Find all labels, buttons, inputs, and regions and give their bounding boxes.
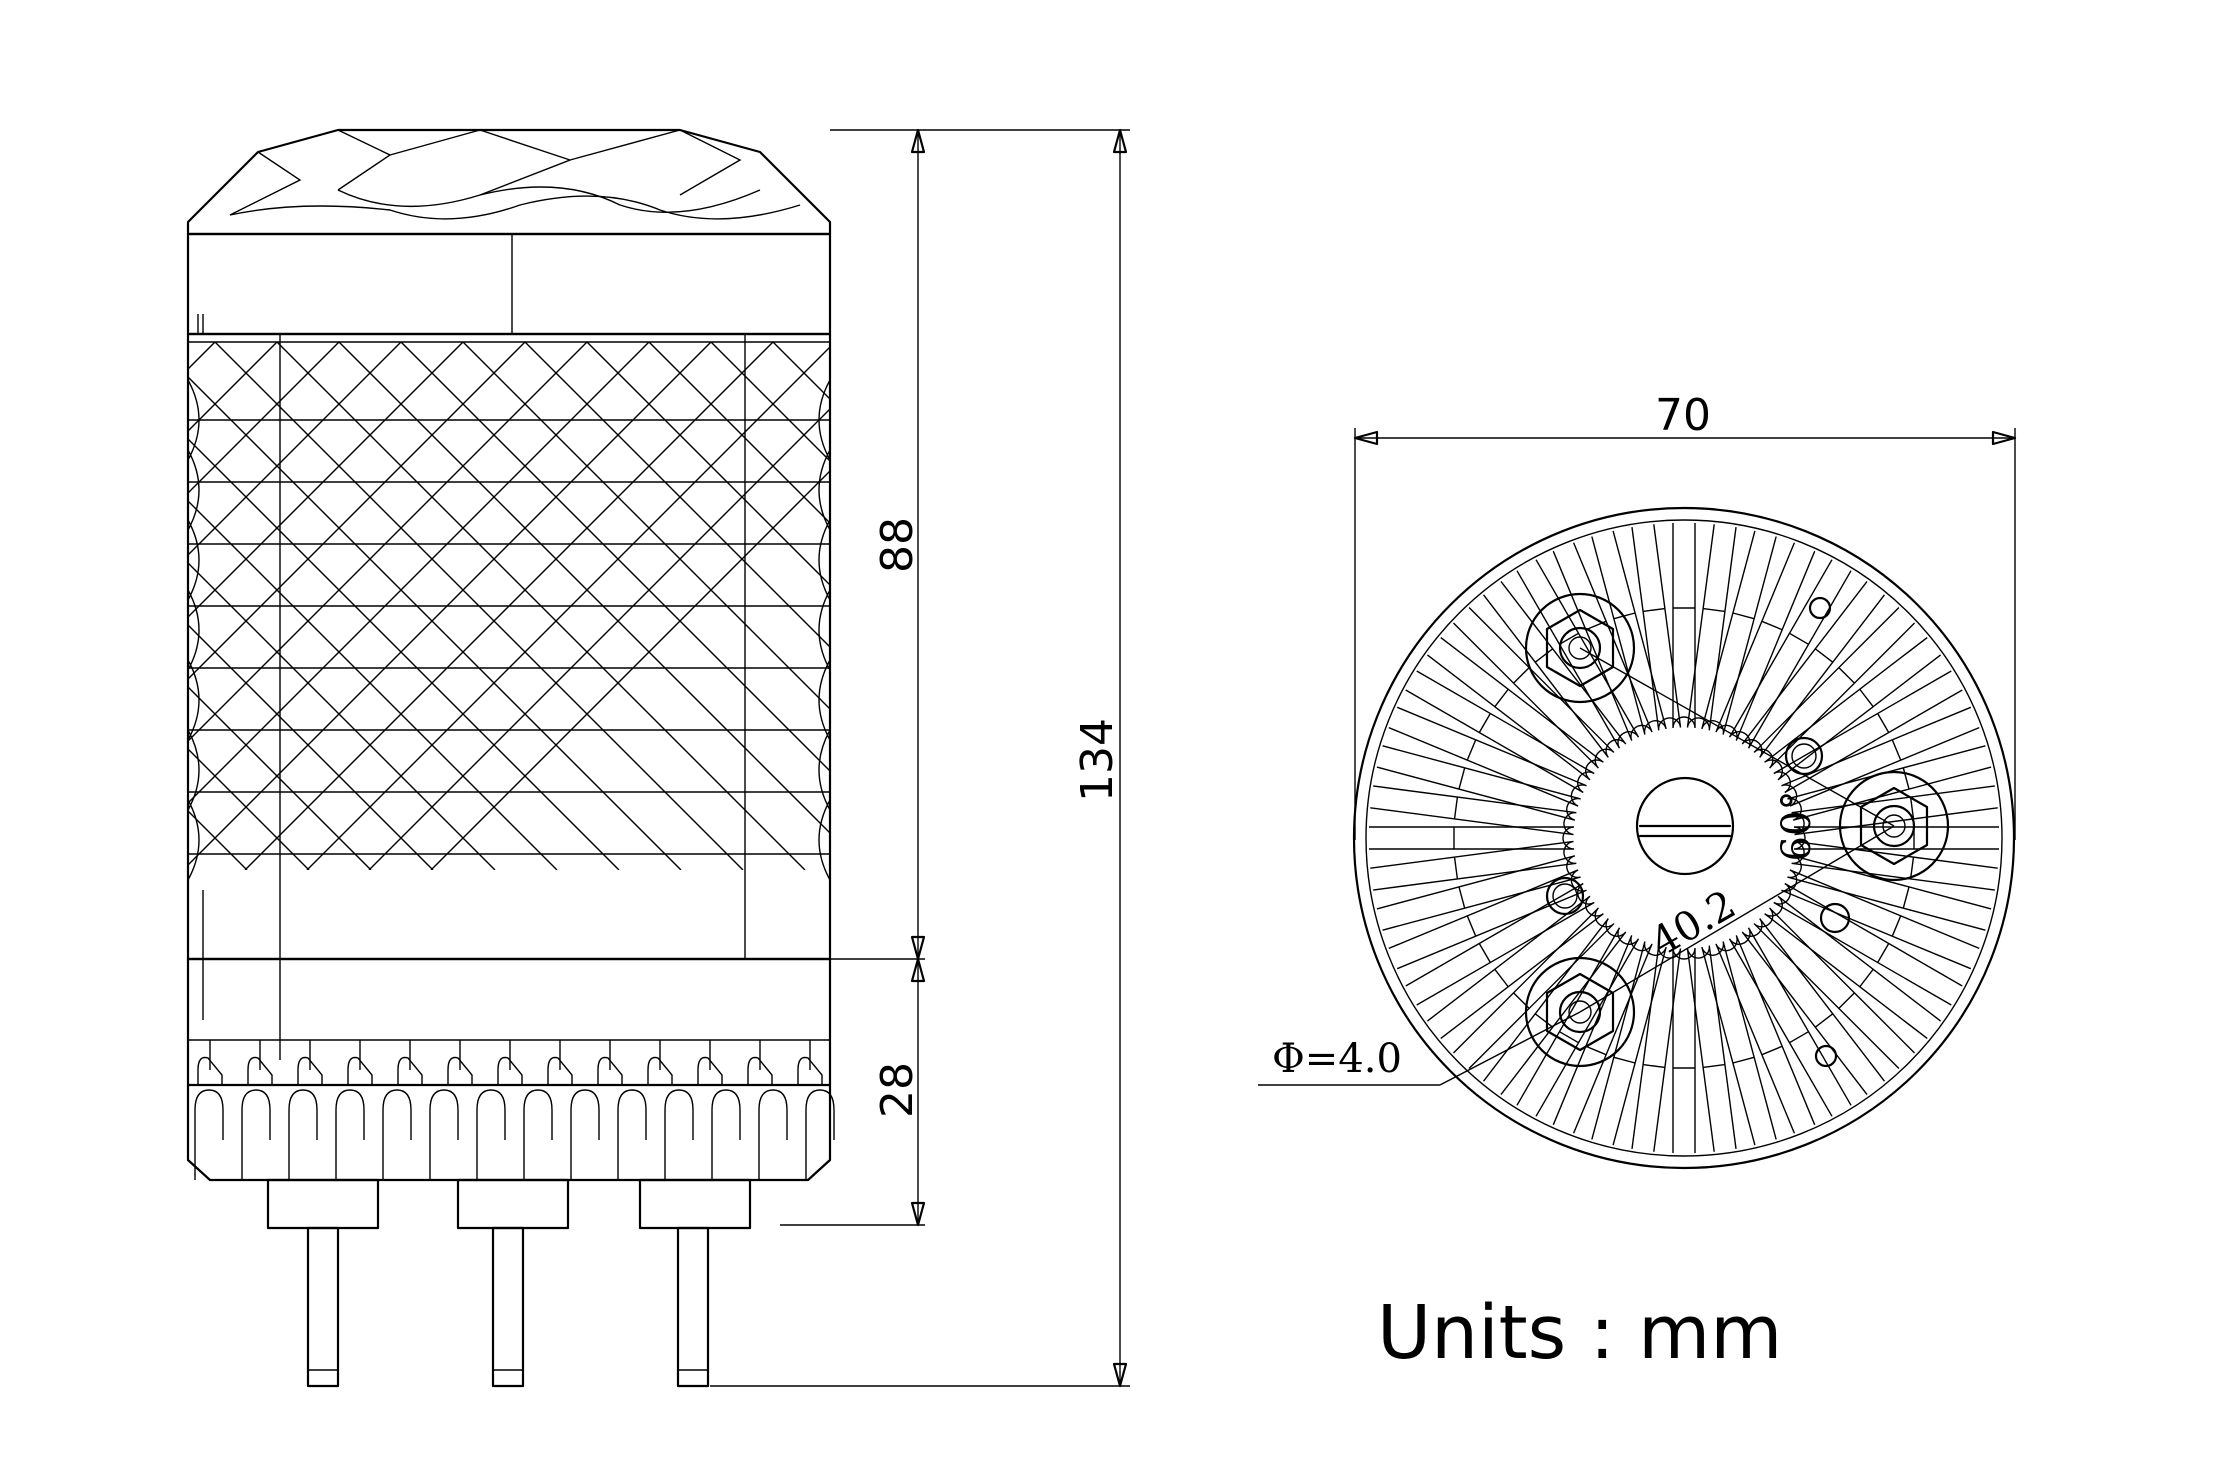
terminals [266,1178,752,1388]
side-view: 88 28 134 [186,128,1130,1388]
upper-band [186,232,832,336]
knurled-body [186,332,832,961]
units-note: Units : mm [1377,1290,1782,1376]
dim-134: 134 [1072,718,1123,802]
finned-base [186,957,835,1182]
end-view: 70 40.2 60° Φ=4.0 [1258,390,2017,1170]
dim-phi-4: Φ=4.0 [1272,1036,1402,1082]
diameter-dimension [1353,428,2017,840]
dim-70: 70 [1655,390,1711,441]
dim-60-deg: 60° [1774,791,1820,862]
dim-88: 88 [872,517,923,573]
outer-circle [1352,506,2016,1170]
dome-cap [186,128,832,236]
side-dimension-lines [710,128,1130,1388]
hex-terminal-top [1524,592,1636,704]
center-slot [1635,776,1735,876]
dim-28: 28 [872,1062,923,1118]
